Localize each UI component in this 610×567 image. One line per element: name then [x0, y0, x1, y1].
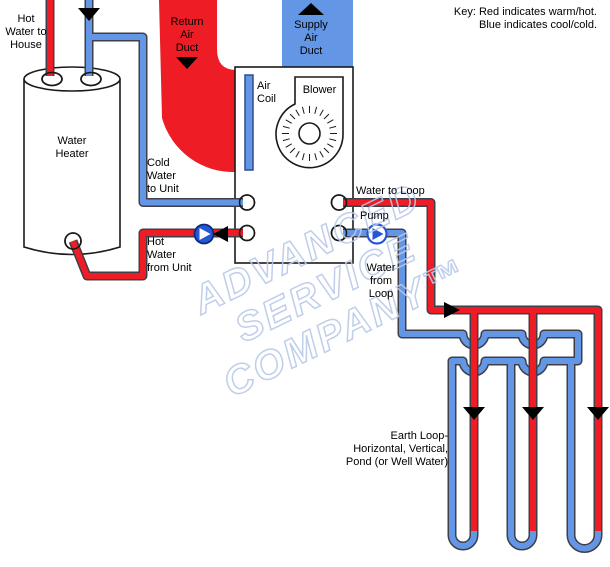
cold-main-down-arrow-icon	[78, 8, 100, 21]
label-blower: Blower	[302, 84, 337, 96]
key-legend: Key: Red indicates warm/hot. Blue indica…	[453, 6, 597, 31]
hot-water-pipes	[45, 0, 603, 531]
return-air-duct	[159, 0, 236, 173]
label-water-heater: Water Heater	[55, 135, 89, 160]
label-hot-water-to-house: Hot Water to House	[5, 13, 47, 51]
label-water-from-loop: Water from Loop	[366, 262, 396, 300]
label-cold-water-to-unit: Cold Water to Unit	[147, 157, 179, 195]
label-water-to-loop: Water to Loop	[356, 185, 425, 197]
hot-from-unit-left-arrow-icon	[213, 226, 228, 242]
label-return-air-duct: Return Air Duct	[170, 16, 204, 54]
label-hot-water-from-unit: Hot Water from Unit	[147, 236, 192, 274]
label-air-coil: Air Coil	[257, 80, 276, 105]
water-heater-body	[23, 79, 121, 256]
blower-fan-hub	[298, 122, 321, 145]
label-earth-loop: Earth Loop- Horizontal, Vertical, Pond (…	[345, 430, 448, 468]
pump-loop-icon	[366, 223, 388, 245]
water-heater-top	[23, 66, 121, 92]
earth-loop-3-return-pipe	[568, 361, 601, 552]
earth-loop-2-return-pipe	[508, 361, 536, 549]
water-to-loop-right-arrow-icon	[444, 302, 460, 318]
label-pump: Pump	[360, 210, 389, 222]
cold-water-to-unit-pipe	[89, 34, 243, 206]
hot-water-from-unit-pipe	[70, 230, 243, 279]
pipe-port-rings	[41, 71, 348, 250]
loop3-down-arrow-icon	[587, 407, 609, 420]
loop2-down-arrow-icon	[522, 407, 544, 420]
loop1-down-arrow-icon	[463, 407, 485, 420]
return-airflow-down-arrow-icon	[176, 57, 198, 69]
air-coil-bar	[244, 74, 254, 171]
supply-airflow-up-arrow-icon	[298, 3, 324, 15]
water-to-loop-pipe	[343, 199, 601, 531]
blower-fan-ticks	[282, 106, 337, 161]
label-supply-air-duct: Supply Air Duct	[294, 19, 328, 57]
